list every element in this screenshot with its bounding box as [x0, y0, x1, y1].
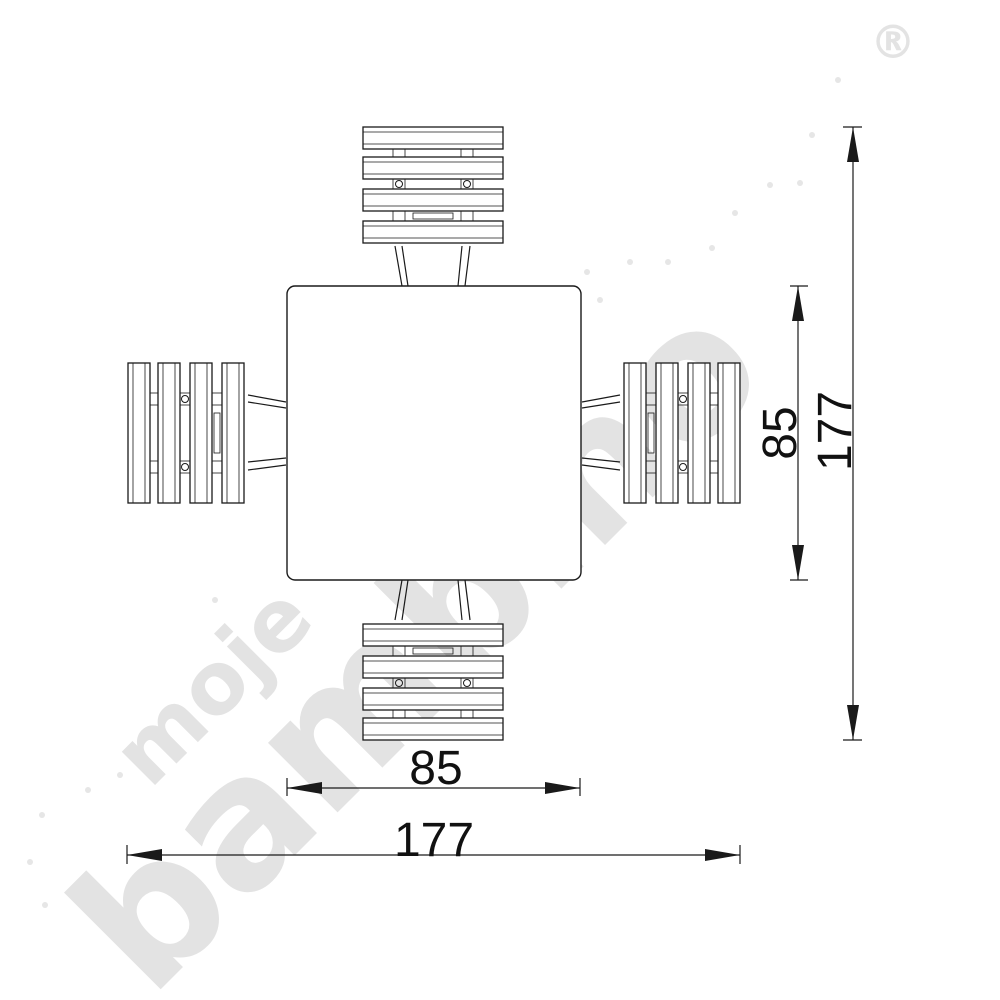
dimension-total-depth: [843, 126, 862, 741]
label-top-width: 85: [409, 742, 462, 795]
bench-top: [362, 126, 504, 244]
table-plan: [127, 126, 741, 741]
bench-left: [127, 362, 245, 504]
dimension-top-depth: [790, 285, 808, 581]
table-top: [286, 285, 582, 581]
dimensions: [126, 126, 862, 864]
label-total-depth: 177: [809, 391, 862, 471]
bench-supports: [247, 245, 621, 621]
watermark-registered-mark: ®: [870, 15, 916, 69]
dimension-top-width: [286, 778, 581, 796]
label-total-width: 177: [394, 814, 474, 867]
dimension-total-width: [126, 845, 741, 864]
label-top-depth: 85: [754, 406, 807, 459]
